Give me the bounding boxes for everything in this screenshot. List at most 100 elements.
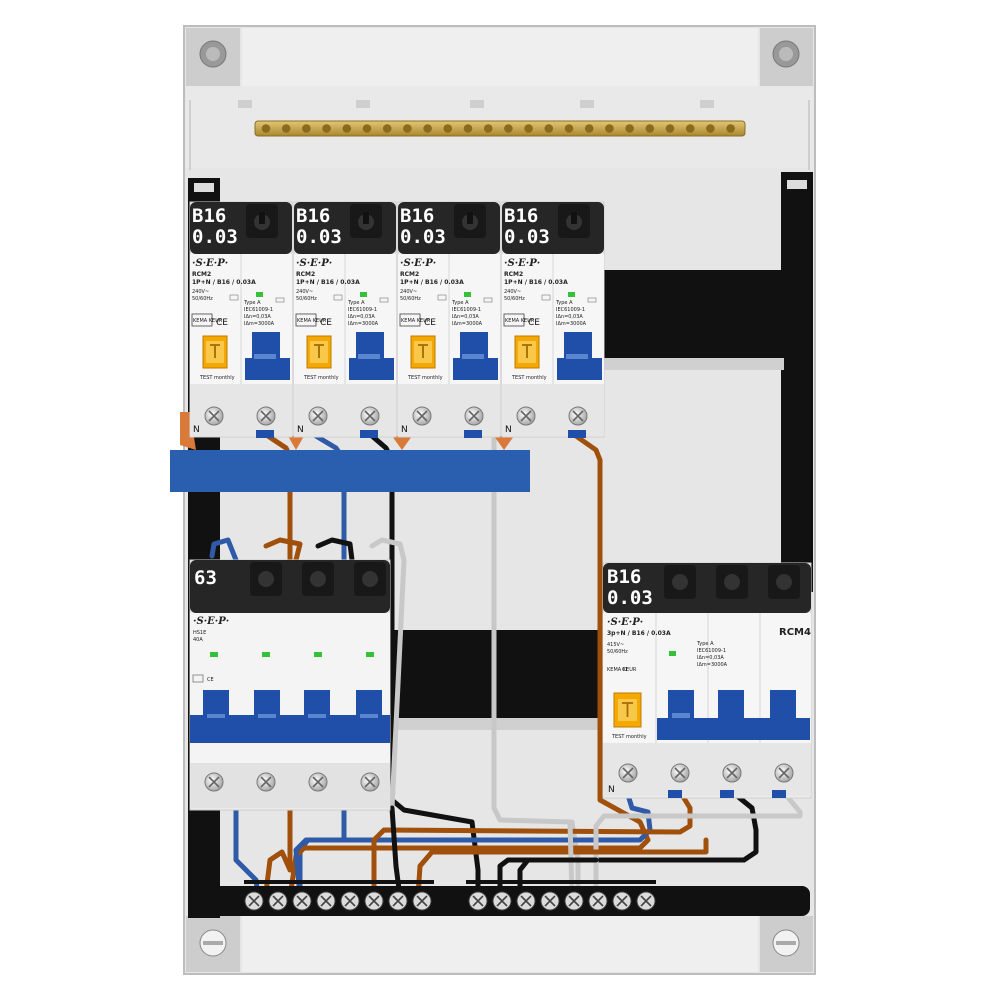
screw-terminal-icon[interactable] (670, 763, 690, 783)
main-switch-toggle[interactable] (190, 690, 390, 743)
cert-mark-icon (295, 313, 317, 327)
terminal-clamp (360, 430, 378, 438)
rcbo-freq: 50/60Hz (504, 296, 525, 302)
screw-terminal-icon[interactable] (364, 891, 384, 911)
comb-busbar (170, 412, 530, 492)
screw-terminal-icon[interactable] (204, 406, 224, 426)
rcbo-test-label: TEST monthly (511, 375, 547, 381)
rcm4-test-label: TEST monthly (611, 734, 647, 740)
screw-terminal-icon[interactable] (588, 891, 608, 911)
screw-terminal-icon[interactable] (360, 772, 380, 792)
earth-terminal-hole (685, 124, 695, 133)
wire-grey (491, 433, 581, 900)
earth-terminal-hole (625, 124, 634, 133)
screw-terminal-icon[interactable] (256, 772, 276, 792)
rating-box (587, 297, 597, 303)
rcm4-neutral-label: N (608, 785, 615, 795)
screw-terminal-icon[interactable] (204, 772, 224, 792)
rcbo-idn: IΔn=0,03A (556, 314, 583, 320)
screw-terminal-icon[interactable] (612, 891, 632, 911)
side-rails (189, 100, 810, 170)
rating-box (541, 294, 551, 301)
rcm4-icn: IΔm=3000A (697, 662, 728, 668)
terminal-clamp (568, 430, 586, 438)
rcbo-idn: IΔn=0,03A (244, 314, 271, 320)
mounting-hole-icon (760, 28, 813, 86)
test-button[interactable] (514, 335, 540, 369)
screw-terminal-icon[interactable] (268, 891, 288, 911)
rcbo-toggle[interactable] (557, 332, 602, 380)
rcbo-neutral-label: N (401, 425, 408, 435)
rcbo-voltage: 240V~ (192, 289, 209, 295)
terminal-clamp (464, 430, 482, 438)
screw-terminal-icon[interactable] (244, 891, 264, 911)
screw-terminal-icon[interactable] (412, 406, 432, 426)
test-button[interactable] (202, 335, 228, 369)
rcbo-spec: 1P+N / B16 / 0.03A (296, 279, 360, 286)
cert-mark-icon (399, 313, 421, 327)
test-button[interactable] (306, 335, 332, 369)
status-led-icon (669, 651, 676, 656)
screw-terminal-icon[interactable] (340, 891, 360, 911)
rcbo-freq: 50/60Hz (192, 296, 213, 302)
earth-terminal-hole (403, 124, 412, 133)
rcm4-voltage: 415V~ (607, 642, 624, 648)
screw-terminal-icon[interactable] (388, 891, 408, 911)
screw-terminal-icon[interactable] (516, 406, 536, 426)
wire-phase-brown (415, 837, 709, 900)
rcbo-icn: IΔm=3000A (452, 321, 483, 327)
screw-terminal-icon[interactable] (774, 763, 794, 783)
screw-terminal-icon[interactable] (308, 406, 328, 426)
rcbo-toggle[interactable] (349, 332, 394, 380)
screw-terminal-icon[interactable] (540, 891, 560, 911)
screw-terminal-icon[interactable] (292, 891, 312, 911)
rail-clip-knob (258, 571, 274, 587)
screw-terminal-icon[interactable] (468, 891, 488, 911)
screw-terminal-icon[interactable] (256, 406, 276, 426)
screw-terminal-icon[interactable] (412, 891, 432, 911)
rcbo-toggle[interactable] (453, 332, 498, 380)
rcm4-ce: CE (622, 667, 629, 673)
screw-terminal-icon[interactable] (316, 891, 336, 911)
earth-terminal-hole (706, 124, 715, 133)
earth-terminal-hole (423, 124, 432, 133)
rcbo-icn: IΔm=3000A (556, 321, 587, 327)
rcm4-idn: IΔn=0,03A (697, 655, 724, 661)
rcbo-standard: IEC61009-1 (348, 307, 377, 313)
rcbo-sensitivity: 0.03 (504, 226, 550, 248)
screw-terminal-icon[interactable] (636, 891, 656, 911)
rating-box (483, 297, 493, 303)
rcbo-ce: CE (216, 318, 228, 328)
rcbo-ce: CE (528, 318, 540, 328)
status-led-icon (366, 652, 374, 657)
rcbo-sensitivity: 0.03 (400, 226, 446, 248)
screw-terminal-icon[interactable] (464, 406, 484, 426)
test-button[interactable] (410, 335, 436, 369)
rcm4-toggle[interactable] (657, 690, 810, 740)
rcbo-standard: IEC61009-1 (452, 307, 481, 313)
screw-terminal-icon[interactable] (308, 772, 328, 792)
screw-terminal-icon[interactable] (516, 891, 536, 911)
rcbo-toggle[interactable] (245, 332, 290, 380)
wire-black (517, 792, 759, 900)
rcbo-sensitivity: 0.03 (296, 226, 342, 248)
screw-terminal-icon[interactable] (618, 763, 638, 783)
rcbo-freq: 50/60Hz (400, 296, 421, 302)
earth-terminal-hole (645, 124, 655, 133)
rcm4-module: B16 0.03 ·S·E·P· 3p+N / B16 / 0.03A 415V… (602, 562, 812, 799)
screw-terminal-icon[interactable] (360, 406, 380, 426)
rcbo-neutral-label: N (505, 425, 512, 435)
screw-terminal-icon[interactable] (564, 891, 584, 911)
status-led-icon (360, 292, 367, 297)
rcm4-test-button[interactable] (613, 692, 642, 728)
earth-busbar (254, 120, 746, 137)
screw-terminal-icon[interactable] (568, 406, 588, 426)
rcbo-type: Type A (451, 300, 469, 306)
rcbo-cert: KEMA KEUR (401, 318, 431, 324)
rail-clip-knob (310, 571, 326, 587)
screw-terminal-icon[interactable] (722, 763, 742, 783)
mounting-hole-icon (186, 28, 240, 86)
screw-terminal-icon[interactable] (492, 891, 512, 911)
earth-terminal-hole (726, 124, 735, 133)
